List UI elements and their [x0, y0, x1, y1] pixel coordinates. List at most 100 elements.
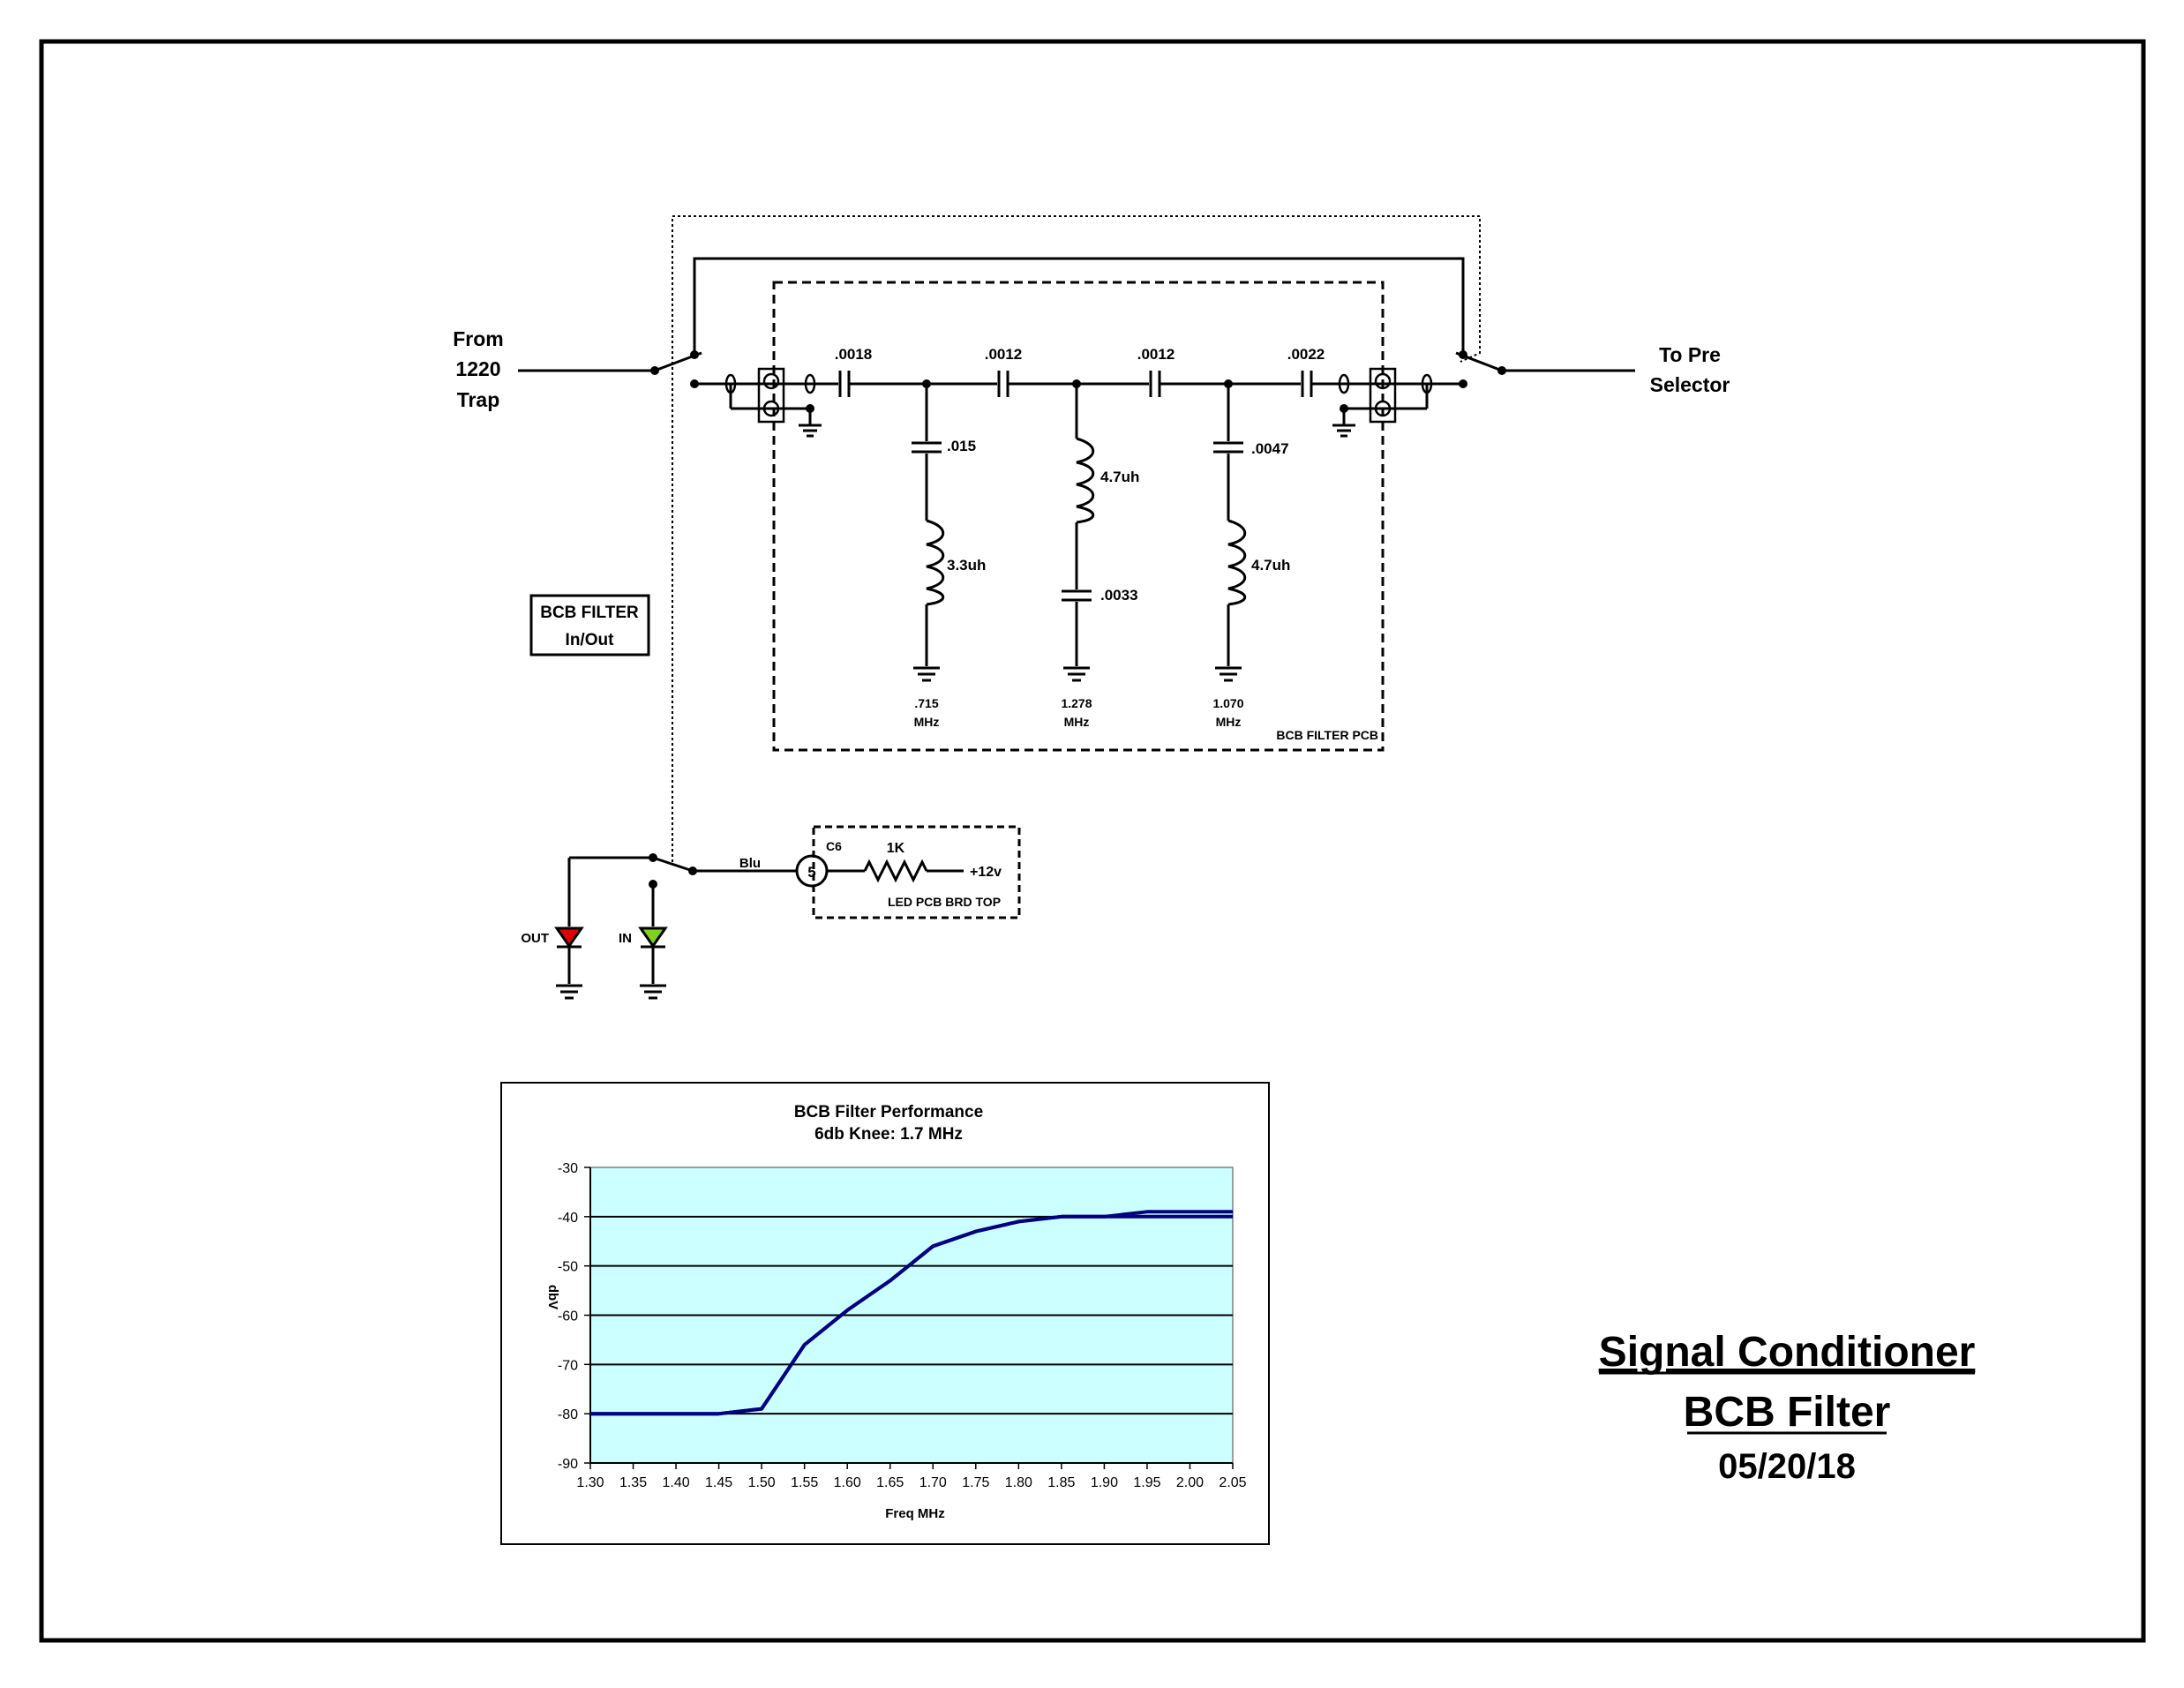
bcb-filter-schematic: [518, 215, 1635, 1000]
filter-switch-label-box: [529, 594, 650, 656]
x-tick-label: 1.75: [962, 1475, 989, 1490]
sheet-border: [39, 39, 2146, 1643]
title-line-1: Signal Conditioner: [1599, 1329, 1976, 1376]
y-tick-label: -40: [558, 1211, 578, 1226]
shunt-2-inductor-value: 4.7uh: [1100, 469, 1139, 485]
title-block: Signal Conditioner BCB Filter 05/20/18: [1599, 1329, 1976, 1486]
output-connector-pin-1: [1374, 372, 1392, 390]
blu-wire-label: Blu: [739, 856, 761, 871]
input-connector-pin-1: [762, 372, 780, 390]
schematic-labels: From 1220 Trap To Pre Selector .0018 .00…: [453, 327, 1730, 946]
output-ferrite-b: [1421, 373, 1433, 394]
input-ferrite-a: [724, 373, 737, 394]
supply-label: +12v: [970, 865, 1002, 880]
series-cap-4-value: .0022: [1287, 346, 1325, 363]
shunt-2-node: [1072, 379, 1081, 388]
input-label-line-2: 1220: [455, 357, 500, 380]
title-date: 05/20/18: [1718, 1447, 1856, 1486]
bypass-wire: [693, 257, 1465, 355]
output-ground-dot: [1340, 404, 1348, 413]
shunt-1-cap-value: .015: [947, 438, 976, 454]
shunt-3-freq-value: 1.070: [1212, 696, 1243, 710]
led-switch-arm: [652, 856, 694, 873]
input-connector: [757, 367, 785, 424]
led-switch-contact-in: [649, 880, 657, 889]
series-cap-1-value: .0018: [835, 346, 873, 363]
shunt-1-freq-value: .715: [914, 696, 938, 710]
connector-pin-number: 5: [807, 864, 815, 881]
x-tick-label: 1.40: [662, 1475, 689, 1490]
input-switch-pivot: [650, 366, 659, 375]
input-switch-contact-b: [690, 379, 699, 388]
output-label-line-1: To Pre: [1659, 343, 1721, 366]
chart-subtitle: 6db Knee: 1.7 MHz: [814, 1125, 963, 1144]
chart-series: [590, 1210, 1233, 1416]
connector-label: C6: [826, 839, 842, 853]
led-pcb-label: LED PCB BRD TOP: [888, 895, 1001, 909]
led-in-label: IN: [619, 931, 632, 946]
shunt-1-freq-unit: MHz: [914, 715, 940, 729]
input-label-line-1: From: [453, 327, 504, 350]
pcb-label: BCB FILTER PCB: [1276, 728, 1378, 742]
y-tick-label: -90: [558, 1457, 578, 1472]
shunt-3-cap-value: .0047: [1251, 440, 1289, 457]
x-tick-label: 1.80: [1005, 1475, 1032, 1490]
performance-chart: BCB Filter Performance 6db Knee: 1.7 MHz…: [500, 1082, 1270, 1545]
x-tick-label: 1.55: [791, 1475, 818, 1490]
series-line-2: [590, 1214, 1233, 1416]
filter-switch-label-line-2: In/Out: [566, 631, 615, 649]
y-tick-label: -30: [558, 1161, 578, 1176]
shunt-2-freq-value: 1.278: [1061, 696, 1092, 710]
resistor-value: 1K: [887, 841, 905, 856]
shunt-1-inductor: [926, 519, 945, 606]
series-cap-2-value: .0012: [985, 346, 1023, 363]
y-tick-label: -60: [558, 1309, 578, 1324]
shunt-2-inductor: [1076, 437, 1095, 524]
x-tick-label: 1.35: [619, 1475, 647, 1490]
x-tick-label: 1.30: [576, 1475, 604, 1490]
shunt-3-freq-unit: MHz: [1216, 715, 1242, 729]
filter-switch-label-line-1: BCB FILTER: [540, 604, 639, 622]
title-line-2: BCB Filter: [1684, 1389, 1891, 1436]
x-tick-label: 1.60: [834, 1475, 861, 1490]
shunt-3-inductor-value: 4.7uh: [1251, 557, 1290, 574]
input-ferrite-b: [804, 373, 816, 394]
led-in-icon: [638, 927, 668, 949]
bcb-filter-pcb-box: [772, 281, 1385, 752]
x-tick-label: 1.85: [1047, 1475, 1075, 1490]
led-out-label: OUT: [521, 931, 549, 946]
led-out-icon: [554, 927, 584, 949]
led-switch-pivot: [688, 867, 697, 875]
output-connector: [1369, 367, 1397, 424]
shunt-3-inductor: [1227, 519, 1247, 606]
shunt-1-inductor-value: 3.3uh: [947, 557, 986, 574]
output-switch-contact-a: [1459, 350, 1467, 359]
series-cap-3-value: .0012: [1137, 346, 1175, 363]
shunt-2-freq-unit: MHz: [1064, 715, 1090, 729]
y-tick-label: -50: [558, 1260, 578, 1275]
input-switch-contact-a: [690, 350, 699, 359]
output-switch-contact-b: [1459, 379, 1467, 388]
shunt-3-node: [1224, 379, 1233, 388]
led-switch-contact-out: [649, 853, 657, 862]
input-ground-dot: [806, 404, 814, 413]
junction-dots: [649, 350, 1506, 889]
switch-linkage-dotted: [672, 215, 1481, 862]
x-tick-label: 1.90: [1091, 1475, 1118, 1490]
output-ferrite-a: [1338, 373, 1350, 394]
output-label-line-2: Selector: [1650, 373, 1730, 396]
x-tick-label: 1.45: [705, 1475, 732, 1490]
x-tick-label: 2.00: [1176, 1475, 1204, 1490]
chart-y-axis-label: dbV: [545, 1285, 560, 1309]
chart-x-axis-label: Freq MHz: [885, 1506, 945, 1521]
x-tick-label: 2.05: [1219, 1475, 1246, 1490]
x-tick-label: 1.50: [748, 1475, 776, 1490]
x-tick-label: 1.95: [1133, 1475, 1160, 1490]
x-tick-label: 1.65: [876, 1475, 904, 1490]
y-tick-label: -70: [558, 1358, 578, 1373]
input-label-line-3: Trap: [457, 388, 500, 411]
shunt-1-node: [922, 379, 931, 388]
resistor-1k: [863, 859, 928, 883]
